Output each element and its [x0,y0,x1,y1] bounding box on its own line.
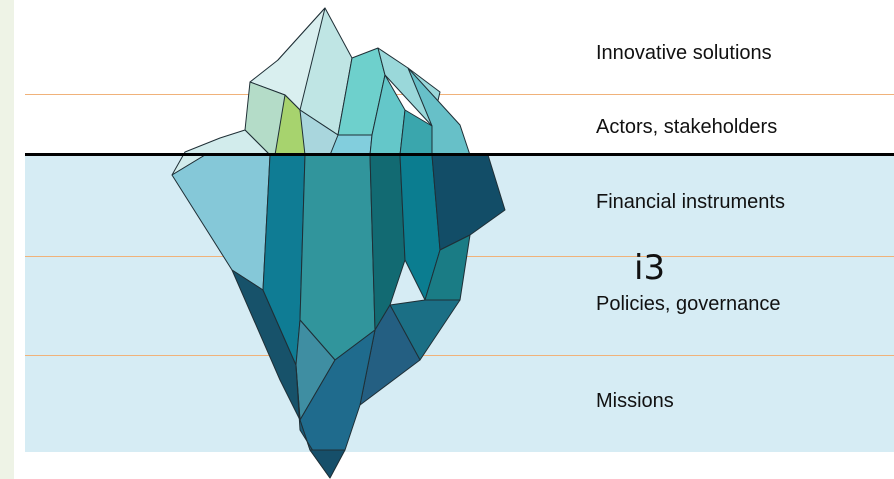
layer-label-policies-governance: Policies, governance [596,293,781,315]
layer-label-actors-stakeholders: Actors, stakeholders [596,116,778,138]
layer-label-financial-instruments: Financial instruments [596,191,785,213]
layer-divider-1 [25,94,894,95]
layer-label-innovative-solutions: Innovative solutions [596,42,772,64]
side-strip [0,0,14,479]
iceberg-body [171,154,506,479]
waterline [25,153,894,156]
layer-label-missions: Missions [596,390,674,412]
i3-logo: i3 [634,248,666,288]
iceberg-tip [171,7,471,176]
layer-divider-4 [25,355,894,356]
